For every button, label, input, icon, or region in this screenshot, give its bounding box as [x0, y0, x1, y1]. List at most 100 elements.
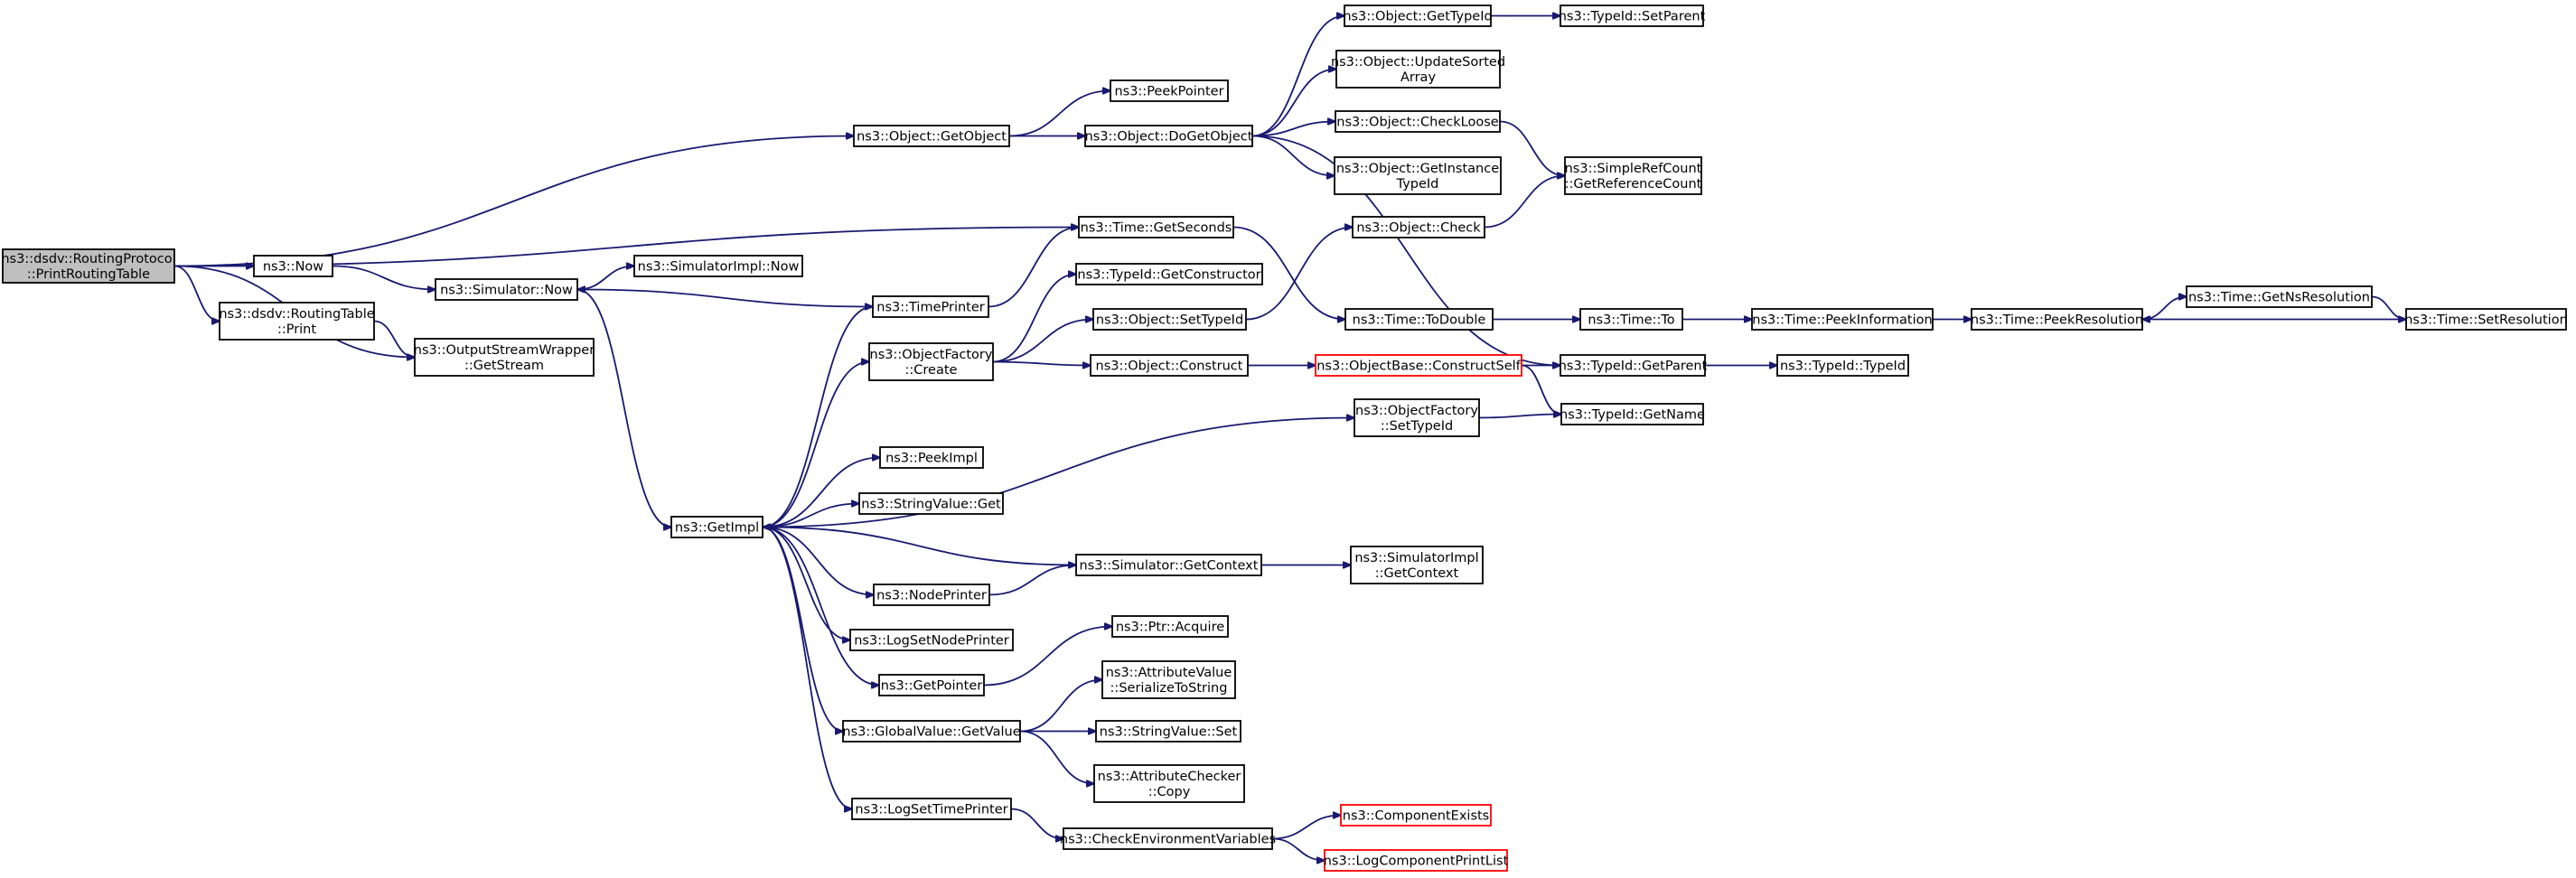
edge-getimpl-to-stringvalueget — [762, 504, 859, 528]
edge-getimpl-to-objfactorycreate — [762, 362, 869, 528]
node-getobject[interactable]: ns3::Object::GetObject — [853, 125, 1010, 147]
edge-dogetobject-to-objgettypeid — [1251, 16, 1344, 137]
node-box — [1334, 156, 1502, 195]
node-label: ns3::Time::GetNsResolution — [2188, 291, 2370, 305]
node-getseconds[interactable]: ns3::Time::GetSeconds — [1078, 216, 1234, 238]
node-attrserialize[interactable]: ns3::AttributeValue::SerializeToString — [1101, 660, 1236, 699]
node-objfactorycreate[interactable]: ns3::ObjectFactory::Create — [868, 342, 994, 381]
node-stringvalueset[interactable]: ns3::StringValue::Set — [1095, 720, 1241, 743]
node-checkenv[interactable]: ns3::CheckEnvironmentVariables — [1060, 827, 1276, 850]
node-timeprinter[interactable]: ns3::TimePrinter — [872, 295, 989, 318]
node-label: ns3::Object::CheckLoose — [1336, 116, 1498, 130]
edge-simgetcontext-to-getimpl — [763, 528, 1077, 566]
node-box — [1078, 216, 1234, 238]
edge-objfactorycreate-to-typeidgetconstructor — [992, 275, 1076, 363]
edge-getimpl-to-getpointer — [762, 526, 879, 686]
node-logcomponentprintlist[interactable]: ns3::LogComponentPrintList — [1324, 849, 1509, 872]
edge-print-to-getstream — [373, 320, 415, 358]
node-objectconstruct[interactable]: ns3::Object::Construct — [1090, 354, 1249, 377]
node-box — [1776, 354, 1909, 377]
node-label: ns3::Simulator::GetContext — [1080, 559, 1259, 574]
node-now[interactable]: ns3::Now — [253, 255, 333, 277]
node-getstream[interactable]: ns3::OutputStreamWrapper::GetStream — [414, 338, 595, 377]
node-getimpl[interactable]: ns3::GetImpl — [670, 516, 763, 538]
node-label: ns3::Time::PeekResolution — [1971, 313, 2143, 328]
node-typeidgetname[interactable]: ns3::TypeId::GetName — [1560, 403, 1705, 425]
node-box — [1344, 308, 1494, 331]
node-globalvalueget[interactable]: ns3::GlobalValue::GetValue — [842, 720, 1021, 743]
node-simimplnow[interactable]: ns3::SimulatorImpl::Now — [633, 255, 803, 277]
node-getpointer[interactable]: ns3::GetPointer — [878, 674, 985, 696]
node-label: ns3::Object::GetObject — [857, 130, 1007, 145]
node-simgetcontext[interactable]: ns3::Simulator::GetContext — [1075, 554, 1262, 576]
node-label: Array — [1400, 70, 1436, 85]
edge-objfactorycreate-to-objectsettypeid — [992, 320, 1093, 363]
node-peekimpl[interactable]: ns3::PeekImpl — [879, 446, 984, 469]
node-label: ns3::TypeId::GetName — [1560, 408, 1705, 423]
edge-simnow-to-getimpl — [576, 288, 671, 528]
node-box — [1093, 764, 1245, 803]
edge-objectsettypeid-to-objectcheck — [1245, 228, 1353, 321]
node-constructself[interactable]: ns3::ObjectBase::ConstructSelf — [1315, 354, 1522, 377]
node-getnsresolution[interactable]: ns3::Time::GetNsResolution — [2186, 285, 2373, 308]
node-typeidgetparent[interactable]: ns3::TypeId::GetParent — [1559, 354, 1708, 377]
node-label: ns3::Object::GetTypeId — [1343, 10, 1492, 24]
node-box — [219, 302, 375, 341]
node-simimplgetcontext[interactable]: ns3::SimulatorImpl::GetContext — [1350, 546, 1484, 584]
node-box — [1560, 5, 1704, 27]
edge-timeprinter-to-simnow — [577, 290, 874, 308]
node-label: ns3::Object::DoGetObject — [1085, 130, 1253, 145]
edge-checkenv-to-logcomponentprintlist — [1271, 837, 1325, 861]
node-label: ns3::Time::SetResolution — [2404, 313, 2568, 328]
node-typeidgetconstructor[interactable]: ns3::TypeId::GetConstructor — [1075, 263, 1263, 285]
node-logsettimeprinter[interactable]: ns3::LogSetTimePrinter — [851, 798, 1012, 820]
node-box — [1075, 263, 1263, 285]
node-label: ::Print — [277, 322, 316, 337]
node-componentexists[interactable]: ns3::ComponentExists — [1340, 804, 1492, 827]
node-label: ns3::AttributeValue — [1106, 666, 1232, 680]
node-peekresolution[interactable]: ns3::Time::PeekResolution — [1971, 308, 2143, 331]
node-objgettypeid[interactable]: ns3::Object::GetTypeId — [1343, 5, 1493, 27]
node-peekpointer[interactable]: ns3::PeekPointer — [1110, 79, 1229, 102]
node-timeto[interactable]: ns3::Time::To — [1579, 308, 1683, 331]
edge-dogetobject-to-updatesorted — [1251, 70, 1336, 137]
node-getreferencecount[interactable]: ns3::SimpleRefCount::GetReferenceCount — [1564, 156, 1702, 195]
node-label: ns3::LogSetTimePrinter — [855, 803, 1007, 817]
node-nodeprinter[interactable]: ns3::NodePrinter — [873, 584, 990, 606]
node-objectcheck[interactable]: ns3::Object::Check — [1352, 216, 1485, 238]
edge-root-to-getseconds — [173, 228, 1079, 267]
edge-getseconds-to-timetodouble — [1232, 226, 1345, 320]
node-peekinformation[interactable]: ns3::Time::PeekInformation — [1751, 308, 1934, 331]
node-setresolution[interactable]: ns3::Time::SetResolution — [2404, 308, 2568, 331]
node-checkloose[interactable]: ns3::Object::CheckLoose — [1335, 110, 1501, 133]
node-typeidsetparent[interactable]: ns3::TypeId::SetParent — [1559, 5, 1706, 27]
node-label: ::PrintRoutingTable — [27, 267, 150, 282]
node-box — [878, 674, 985, 696]
node-label: ns3::SimpleRefCount — [1565, 162, 1702, 176]
node-timetodouble[interactable]: ns3::Time::ToDouble — [1344, 308, 1494, 331]
node-label: ns3::ComponentExists — [1343, 809, 1490, 824]
node-label: ns3::Object::UpdateSorted — [1331, 55, 1505, 70]
node-objectsettypeid[interactable]: ns3::Object::SetTypeId — [1092, 308, 1247, 331]
node-root[interactable]: ns3::dsdv::RoutingProtocol::PrintRouting… — [1, 248, 176, 284]
node-simnow[interactable]: ns3::Simulator::Now — [435, 278, 578, 301]
node-objfactorysettypeid[interactable]: ns3::ObjectFactory::SetTypeId — [1354, 398, 1480, 437]
node-dogetobject[interactable]: ns3::Object::DoGetObject — [1084, 125, 1253, 147]
edge-dogetobject-to-typeidgetparent — [1251, 135, 1560, 366]
node-box — [1315, 354, 1522, 377]
edge-getimpl-to-objfactorysettypeid — [762, 418, 1354, 528]
node-typeidtypeid[interactable]: ns3::TypeId::TypeId — [1776, 354, 1909, 377]
node-label: ns3::CheckEnvironmentVariables — [1060, 833, 1276, 847]
edge-checkloose-to-getreferencecount — [1499, 120, 1565, 176]
node-stringvalueget[interactable]: ns3::StringValue::Get — [858, 492, 1004, 515]
node-box — [1095, 720, 1241, 743]
node-logsetnodeprinter[interactable]: ns3::LogSetNodePrinter — [849, 629, 1014, 651]
node-ptracquire[interactable]: ns3::Ptr::Acquire — [1111, 615, 1229, 638]
node-print[interactable]: ns3::dsdv::RoutingTable::Print — [219, 302, 375, 341]
node-attrcheckercopy[interactable]: ns3::AttributeChecker::Copy — [1093, 764, 1245, 803]
node-box — [2, 248, 175, 284]
node-label: ns3::Object::GetInstance — [1336, 162, 1499, 176]
